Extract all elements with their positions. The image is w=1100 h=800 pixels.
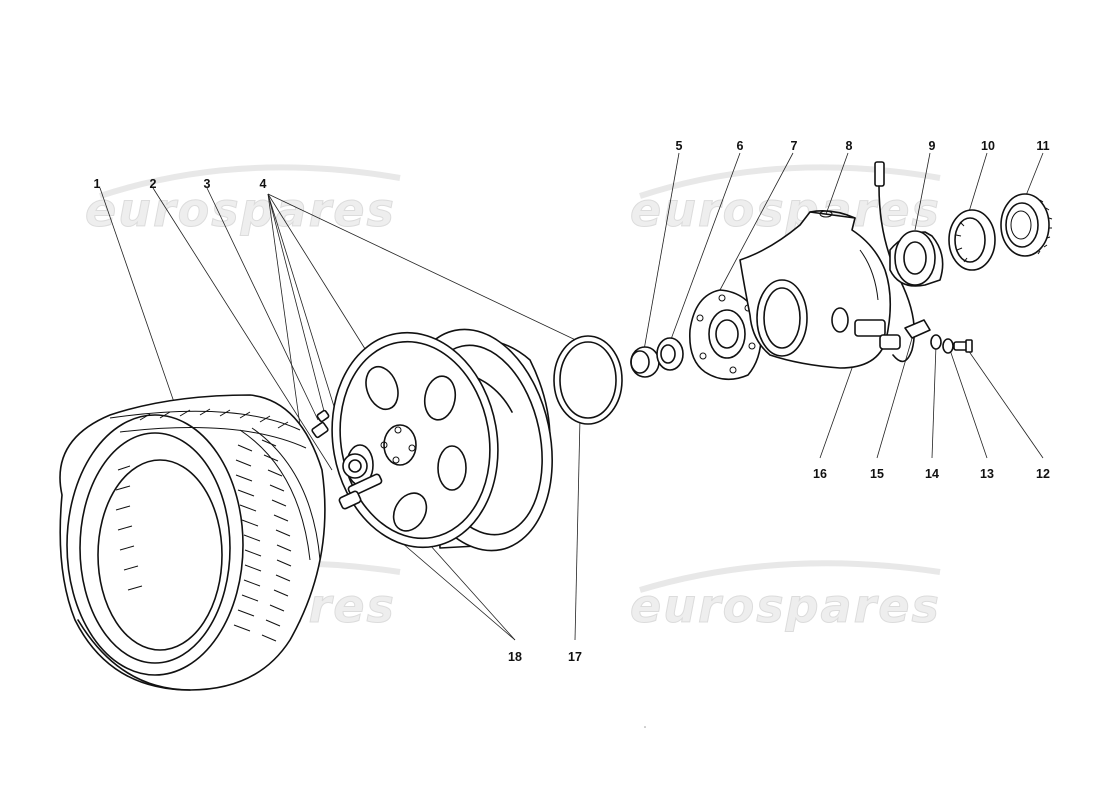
hub-washer: [656, 337, 684, 371]
callout-1: 1: [94, 177, 101, 191]
callout-7: 7: [791, 139, 798, 153]
tone-ring: [1000, 193, 1053, 257]
callout-6: 6: [737, 139, 744, 153]
wheel-rim: [331, 328, 553, 552]
callout-5: 5: [676, 139, 683, 153]
retaining-ring: [948, 209, 996, 271]
callout-13: 13: [980, 467, 994, 481]
tyre: [59, 394, 326, 691]
wheel-speed-sensor: [854, 319, 901, 350]
callout-2: 2: [150, 177, 157, 191]
callout-4: 4: [260, 177, 267, 191]
seal-ring: [553, 335, 623, 425]
hub-carrier: [739, 210, 892, 369]
hub-nut: [630, 346, 660, 378]
callout-18: 18: [508, 650, 522, 664]
callout-10: 10: [981, 139, 995, 153]
wheel-bearing: [889, 230, 944, 287]
sensor-bolt: [953, 339, 973, 353]
callout-8: 8: [846, 139, 853, 153]
hub-flange: [688, 289, 762, 381]
callout-labels: 1 2 3 4 5 6 7 8 9 10 11 12 13 14 15 16 1…: [94, 139, 1050, 664]
spring-washer: [942, 338, 954, 354]
callout-9: 9: [929, 139, 936, 153]
watermark-top-left: eurospares: [85, 183, 396, 237]
cable-clip: [904, 319, 931, 339]
sensor-cable: [874, 161, 916, 363]
wheel-bolts-and-valve: [311, 409, 383, 510]
callout-12: 12: [1036, 467, 1050, 481]
speck: [644, 726, 646, 728]
callout-16: 16: [813, 467, 827, 481]
watermark-top-right: eurospares: [630, 183, 941, 237]
callout-14: 14: [925, 467, 939, 481]
leader-lines: [99, 152, 1044, 641]
callout-15: 15: [870, 467, 884, 481]
callout-11: 11: [1036, 139, 1049, 153]
small-washer: [930, 334, 942, 350]
callout-17: 17: [568, 650, 582, 664]
callout-3: 3: [204, 177, 211, 191]
watermarks: eurospares eurospares eurospares eurospa…: [85, 164, 941, 634]
watermark-bottom-right: eurospares: [630, 579, 941, 633]
